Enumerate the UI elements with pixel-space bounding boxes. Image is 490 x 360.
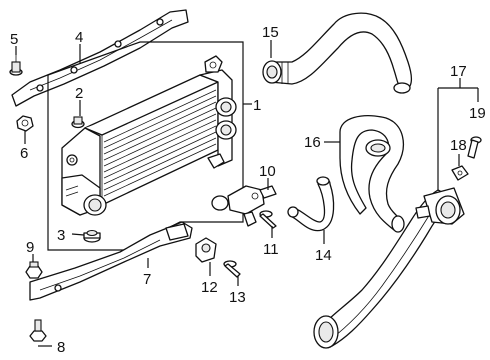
callout-17: 17 (450, 63, 467, 80)
clip-part-6 (16, 115, 34, 132)
callout-3: 3 (57, 227, 65, 244)
core-fins (103, 89, 217, 197)
isolator-part-3 (83, 229, 101, 243)
sensor-part-10 (211, 185, 277, 227)
callout-labels: 1 2 3 4 5 6 7 8 9 10 11 12 13 14 15 16 1… (10, 24, 486, 356)
callout-12: 12 (201, 279, 218, 296)
bolt-part-13 (223, 260, 241, 278)
callout-18: 18 (450, 137, 467, 154)
callout-6: 6 (20, 145, 28, 162)
clip-part-18 (451, 165, 469, 181)
callout-1: 1 (253, 97, 261, 114)
callout-7: 7 (143, 271, 151, 288)
callout-2: 2 (75, 85, 83, 102)
callout-19: 19 (469, 105, 486, 122)
lower-bracket-part (29, 221, 193, 301)
hose-part-16 (339, 115, 405, 233)
screw-part-19 (467, 136, 482, 159)
nut-part-9 (25, 261, 43, 279)
outlet-duct-part-17 (313, 187, 465, 349)
bolt-part-11 (259, 210, 277, 229)
callout-15: 15 (262, 24, 279, 41)
callout-11: 11 (263, 241, 279, 258)
leader-lines (15, 40, 479, 347)
bolt-part-5 (9, 55, 23, 76)
grommet-part-2 (71, 116, 85, 129)
bolt-part-8 (29, 319, 47, 342)
inlet-duct-part-15 (262, 12, 413, 94)
callout-14: 14 (315, 247, 332, 264)
assembly-outline (47, 41, 244, 251)
intercooler-core-part (61, 55, 237, 216)
callout-13: 13 (229, 289, 246, 306)
callout-8: 8 (57, 339, 65, 356)
callout-5: 5 (10, 31, 18, 48)
tube-part-14 (287, 176, 335, 232)
callout-9: 9 (26, 239, 34, 256)
upper-bracket-part (11, 9, 189, 107)
callout-16: 16 (304, 134, 321, 151)
connector-part-12 (195, 237, 217, 263)
callout-10: 10 (259, 163, 276, 180)
callout-4: 4 (75, 29, 83, 46)
